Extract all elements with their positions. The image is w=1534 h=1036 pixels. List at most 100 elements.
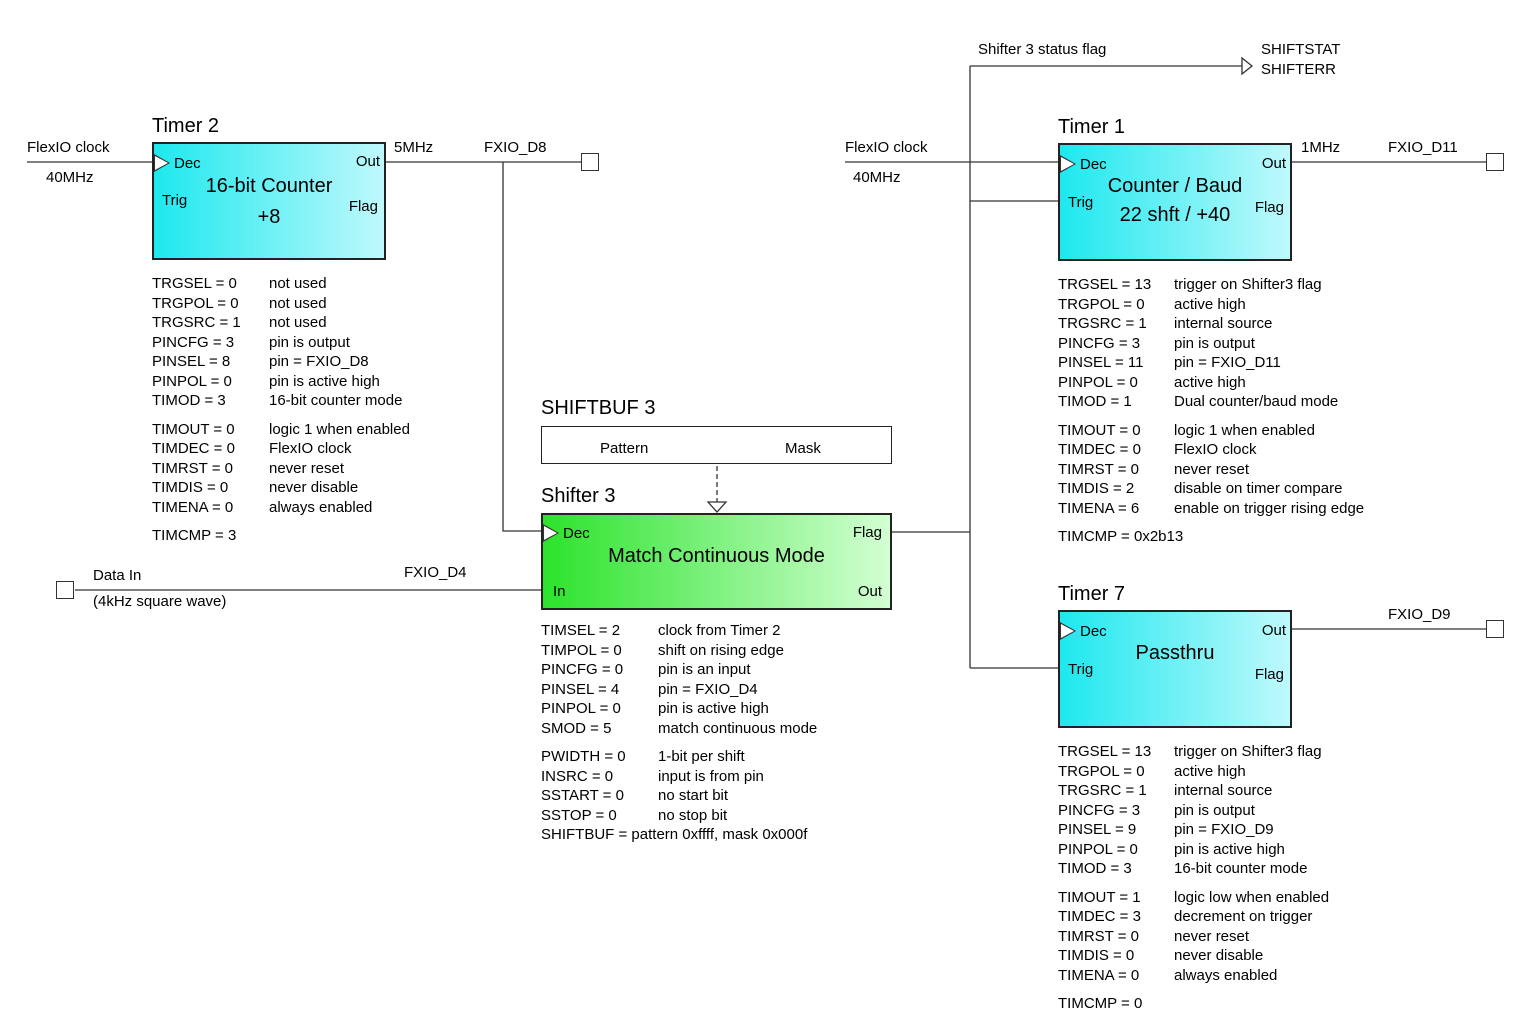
param-row: TIMPOL = 0 shift on rising edge — [541, 641, 817, 661]
timer2-block: Dec Trig Out Flag 16-bit Counter +8 — [152, 142, 386, 260]
timer1-block: Dec Trig Out Flag Counter / Baud 22 shft… — [1058, 143, 1292, 261]
param-key: TIMDIS = 0 — [152, 479, 229, 496]
shifter3-title: Shifter 3 — [541, 485, 616, 507]
data-in-description: (4kHz square wave) — [93, 593, 227, 610]
param-value: FlexIO clock — [269, 440, 352, 457]
param-key: TIMDEC = 0 — [152, 440, 235, 457]
param-value: Dual counter/baud mode — [1174, 393, 1339, 410]
param-value: active high — [1174, 295, 1246, 313]
param-group-gap — [541, 738, 817, 747]
param-key: SMOD = 5 — [541, 719, 612, 737]
param-value: active high — [1174, 373, 1246, 391]
clock-input-icon — [154, 154, 170, 172]
param-value: pin is output — [269, 333, 350, 351]
param-value: internal source — [1174, 315, 1273, 332]
param-key: TIMOUT = 1 — [1058, 888, 1141, 906]
param-group-gap — [1058, 412, 1364, 421]
param-value: pin is active high — [269, 372, 380, 390]
timer2-dec-label: Dec — [174, 155, 201, 172]
timer7-dec-label: Dec — [1080, 623, 1107, 640]
timer1-mode-label: Counter / Baud — [1107, 175, 1243, 197]
param-key: TIMCMP = 0 — [1058, 995, 1143, 1012]
param-value: no start bit — [658, 787, 729, 804]
timer1-dec-label: Dec — [1080, 156, 1107, 173]
param-key: TIMPOL = 0 — [541, 641, 622, 659]
param-value: 16-bit counter mode — [269, 392, 403, 409]
param-key: TIMDEC = 0 — [1058, 441, 1141, 458]
timer7-pin-label: FXIO_D9 — [1388, 606, 1451, 623]
status-arrow-icon — [1241, 56, 1254, 76]
param-key: TIMENA = 0 — [1058, 966, 1140, 984]
param-key: TRGPOL = 0 — [1058, 762, 1145, 780]
param-value: clock from Timer 2 — [658, 622, 781, 639]
param-value: disable on timer compare — [1174, 480, 1343, 497]
param-value: pin = FXIO_D9 — [1174, 821, 1274, 838]
timer1-title: Timer 1 — [1058, 116, 1126, 138]
param-key: PINPOL = 0 — [1058, 373, 1138, 391]
shifter3-dec-label: Dec — [563, 525, 590, 542]
param-key: TIMOUT = 0 — [152, 420, 235, 438]
param-key: TRGPOL = 0 — [1058, 295, 1145, 313]
param-key: PINCFG = 3 — [152, 333, 235, 351]
shiftbuf-arrow-icon — [706, 501, 728, 513]
fxio-d11-pin — [1486, 153, 1504, 171]
param-key: TIMDIS = 0 — [1058, 947, 1135, 964]
param-value: input is from pin — [658, 767, 764, 785]
param-value: logic low when enabled — [1174, 888, 1330, 906]
param-group-gap — [1058, 518, 1364, 527]
param-key: TIMCMP = 3 — [152, 527, 237, 544]
param-key: PINSEL = 4 — [541, 680, 620, 698]
param-value: never disable — [1174, 947, 1264, 964]
param-value: 16-bit counter mode — [1174, 860, 1308, 877]
shifter3-in-label: In — [553, 583, 566, 600]
param-value: never reset — [1174, 927, 1250, 945]
param-key: PINCFG = 3 — [1058, 334, 1141, 352]
param-row: TIMCMP = 0 — [1058, 994, 1329, 1014]
shifter3-block: Dec In Flag Out Match Continuous Mode — [541, 513, 892, 610]
clock-input-icon — [543, 524, 559, 542]
fxio-d8-pin — [581, 153, 599, 171]
timer2-out-label: Out — [355, 153, 380, 170]
param-group-gap — [1058, 879, 1329, 888]
timer2-trig-label: Trig — [162, 192, 188, 209]
param-key: TRGSRC = 1 — [1058, 782, 1147, 799]
param-key: TIMOUT = 0 — [1058, 421, 1141, 439]
param-key: PINPOL = 0 — [541, 700, 621, 717]
param-row: TIMCMP = 3 — [152, 526, 410, 546]
param-value: trigger on Shifter3 flag — [1174, 743, 1322, 760]
param-value: internal source — [1174, 782, 1273, 799]
param-value: not used — [269, 294, 327, 312]
param-value: decrement on trigger — [1174, 908, 1313, 925]
timer1-out-freq: 1MHz — [1301, 139, 1341, 156]
param-key: TIMOD = 1 — [1058, 393, 1132, 410]
param-value: pin = FXIO_D4 — [658, 680, 758, 698]
param-value: logic 1 when enabled — [269, 420, 410, 438]
fxio-d9-pin — [1486, 620, 1504, 638]
param-value: shift on rising edge — [658, 641, 784, 659]
param-row: TRGSRC = 1 internal source — [1058, 781, 1329, 801]
shiftbuf-pattern-label: Pattern — [600, 440, 649, 457]
param-key: SSTOP = 0 — [541, 806, 617, 824]
param-key: TIMRST = 0 — [1058, 460, 1139, 478]
